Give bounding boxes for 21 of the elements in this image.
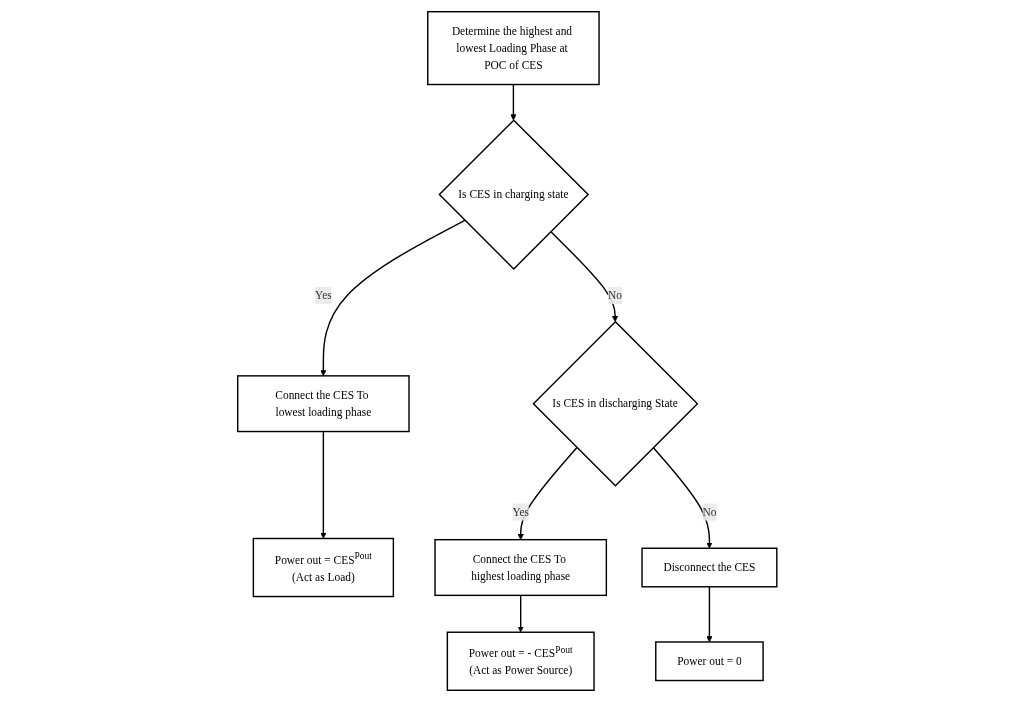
arrow [510, 83, 517, 120]
node-diamond: Is CES in charging state [438, 118, 589, 270]
arrow [517, 446, 578, 540]
arrow [517, 594, 524, 632]
node-diamond: Is CES in discharging State [532, 320, 699, 487]
node-box: Disconnect the CES [641, 547, 778, 587]
node-box: Connect the CES To lowest loading phase [236, 374, 410, 432]
node-box: Connect the CES To highest loading phase [434, 538, 607, 596]
edge-label: No [702, 505, 717, 518]
node-box: Power out = - CES$^{Pout}$ (Act as Power Source) [446, 631, 595, 691]
arrow [706, 585, 713, 642]
edge-label: Yes [512, 505, 529, 518]
arrow [319, 219, 466, 376]
node-box: Power out = 0 [654, 640, 764, 681]
node-box: Determine the highest and lowest Loading Phase at POC of CES [426, 10, 600, 85]
node-box: Power out = CES$^{Pout}$ (Act as Load) [252, 537, 394, 597]
edge-label: Yes [314, 288, 332, 301]
arrow [319, 430, 327, 539]
arrow [549, 230, 618, 322]
arrow [652, 446, 713, 549]
edge-label: No [607, 288, 622, 301]
